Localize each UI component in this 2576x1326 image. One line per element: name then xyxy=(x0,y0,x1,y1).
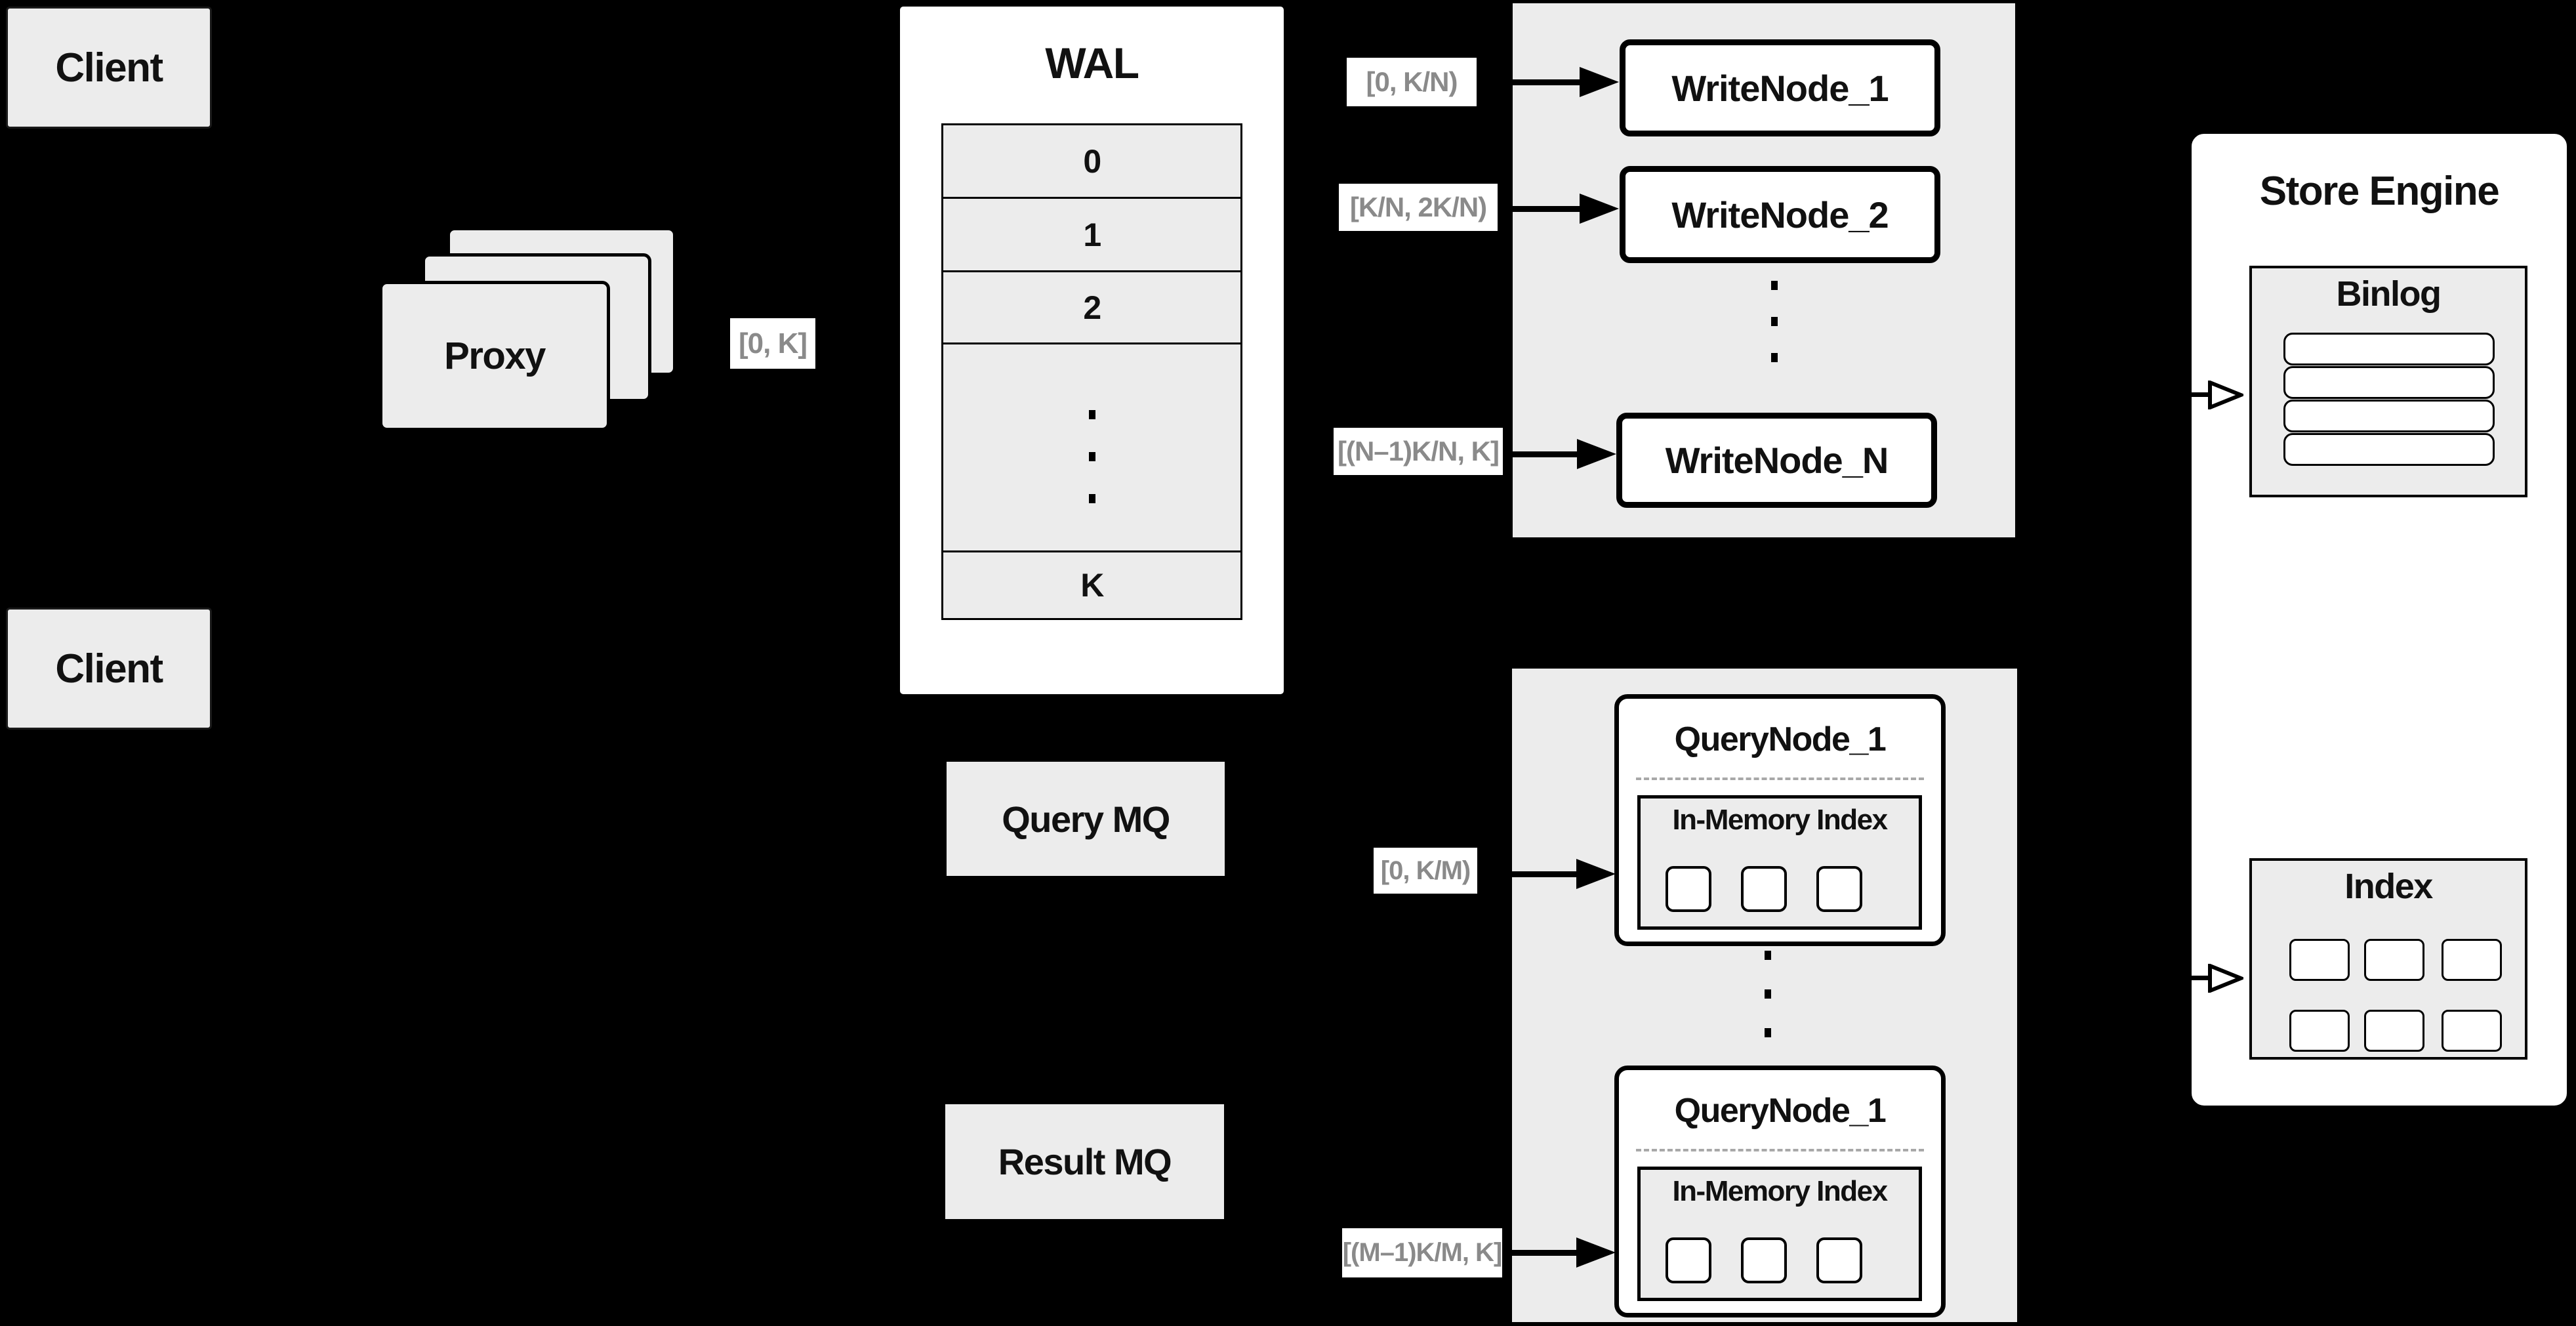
query-node-top-box: QueryNode_1 In-Memory Index xyxy=(1614,694,1946,946)
query-node-bottom-box: QueryNode_1 In-Memory Index xyxy=(1614,1066,1946,1317)
binlog-row xyxy=(2283,333,2495,365)
wal-ellipsis-dot xyxy=(1089,452,1095,461)
client-top-label: Client xyxy=(55,45,163,91)
range-write-n-text: [(N–1)K/N, K] xyxy=(1338,436,1500,466)
in-memory-cell xyxy=(1666,866,1711,912)
range-label-query-1: [0, K/M) xyxy=(1374,848,1477,894)
wal-row-0: 0 xyxy=(943,125,1240,199)
arrow-head-query-1 xyxy=(1576,859,1616,889)
wal-title: WAL xyxy=(1045,39,1139,87)
arrow-head-query-m xyxy=(1576,1237,1616,1268)
index-title: Index xyxy=(2344,867,2433,906)
write-node-1-label: WriteNode_1 xyxy=(1671,67,1889,109)
query-node-bottom-separator xyxy=(1636,1149,1924,1151)
arrow-line-to-binlog xyxy=(2184,392,2211,397)
write-node-ellipsis-dot xyxy=(1771,353,1778,362)
client-box-bottom: Client xyxy=(6,608,212,730)
range-query-m-text: [(M–1)K/M, K] xyxy=(1342,1238,1503,1267)
range-label-to-wal: [0, K] xyxy=(730,318,815,369)
range-label-write-2: [K/N, 2K/N) xyxy=(1339,184,1498,231)
wal-row-0-label: 0 xyxy=(1083,142,1101,180)
write-node-1-box: WriteNode_1 xyxy=(1620,39,1940,136)
wal-table: 0 1 2 K xyxy=(941,123,1242,620)
arrow-line-write-n xyxy=(1513,451,1578,457)
binlog-title: Binlog xyxy=(2336,274,2442,314)
index-box: Index xyxy=(2249,858,2527,1060)
query-node-top-separator xyxy=(1636,777,1924,780)
query-mq-box: Query MQ xyxy=(947,762,1225,876)
write-node-n-label: WriteNode_N xyxy=(1665,440,1889,481)
arrow-head-write-n xyxy=(1577,439,1616,469)
open-arrow-head-index xyxy=(2208,964,2243,993)
query-node-ellipsis-dot xyxy=(1765,989,1771,999)
arrow-line-write-2 xyxy=(1513,206,1581,212)
in-memory-cell xyxy=(1816,866,1862,912)
binlog-row xyxy=(2283,400,2495,432)
in-memory-index-top-box: In-Memory Index xyxy=(1637,795,1922,930)
result-mq-box: Result MQ xyxy=(945,1104,1224,1219)
write-node-ellipsis-dot xyxy=(1771,281,1778,290)
index-cell xyxy=(2364,939,2424,981)
client-bottom-label: Client xyxy=(55,646,163,692)
index-cell xyxy=(2289,939,2350,981)
arrow-line-write-1 xyxy=(1513,79,1581,85)
query-mq-label: Query MQ xyxy=(1002,798,1170,840)
store-engine-box: Store Engine Binlog Index xyxy=(2188,131,2570,1109)
query-node-top-title: QueryNode_1 xyxy=(1674,720,1887,758)
in-memory-index-bottom-title: In-Memory Index xyxy=(1672,1175,1888,1207)
query-node-ellipsis-dot xyxy=(1765,951,1771,960)
range-to-wal-text: [0, K] xyxy=(739,327,808,360)
range-write-1-text: [0, K/N) xyxy=(1366,66,1458,97)
write-node-2-label: WriteNode_2 xyxy=(1671,194,1889,236)
in-memory-cell xyxy=(1741,1237,1787,1283)
index-cell xyxy=(2442,939,2502,981)
write-node-ellipsis-dot xyxy=(1771,317,1778,326)
range-label-write-n: [(N–1)K/N, K] xyxy=(1334,428,1503,475)
range-label-query-m: [(M–1)K/M, K] xyxy=(1342,1228,1502,1277)
wal-ellipsis-dot xyxy=(1089,410,1095,419)
wal-row-k-label: K xyxy=(1080,567,1104,604)
index-cell xyxy=(2442,1010,2502,1052)
binlog-row xyxy=(2283,366,2495,399)
in-memory-cell xyxy=(1816,1237,1862,1283)
wal-box: WAL 0 1 2 K xyxy=(897,3,1287,697)
range-label-write-1: [0, K/N) xyxy=(1347,58,1477,106)
client-box-top: Client xyxy=(6,7,212,129)
in-memory-cell xyxy=(1741,866,1787,912)
query-node-ellipsis-dot xyxy=(1765,1028,1771,1037)
arrow-head-write-1 xyxy=(1580,67,1619,97)
query-node-bottom-title: QueryNode_1 xyxy=(1674,1092,1887,1130)
in-memory-cell xyxy=(1666,1237,1711,1283)
wal-row-2-label: 2 xyxy=(1083,289,1101,326)
proxy-box: Proxy xyxy=(379,281,610,431)
wal-ellipsis-row xyxy=(943,344,1240,552)
arrow-head-write-2 xyxy=(1580,194,1619,224)
open-arrow-head-binlog xyxy=(2208,381,2243,409)
arrow-line-to-index xyxy=(2184,976,2211,980)
range-query-1-text: [0, K/M) xyxy=(1380,856,1471,885)
store-engine-title: Store Engine xyxy=(2259,169,2500,214)
in-memory-index-bottom-box: In-Memory Index xyxy=(1637,1167,1922,1301)
wal-row-1: 1 xyxy=(943,199,1240,272)
proxy-label: Proxy xyxy=(444,335,546,377)
index-cell xyxy=(2289,1010,2350,1052)
wal-row-k: K xyxy=(943,552,1240,618)
arrow-line-query-m xyxy=(1512,1250,1578,1256)
binlog-box: Binlog xyxy=(2249,266,2527,497)
in-memory-index-top-title: In-Memory Index xyxy=(1672,804,1888,836)
wal-ellipsis-dot xyxy=(1089,494,1095,503)
write-node-n-box: WriteNode_N xyxy=(1616,413,1937,508)
wal-row-1-label: 1 xyxy=(1083,216,1101,253)
arrow-line-query-1 xyxy=(1512,871,1578,877)
range-write-2-text: [K/N, 2K/N) xyxy=(1349,192,1487,222)
wal-row-2: 2 xyxy=(943,272,1240,344)
binlog-row xyxy=(2283,433,2495,466)
result-mq-label: Result MQ xyxy=(998,1141,1172,1182)
write-node-2-box: WriteNode_2 xyxy=(1620,166,1940,263)
index-cell xyxy=(2364,1010,2424,1052)
